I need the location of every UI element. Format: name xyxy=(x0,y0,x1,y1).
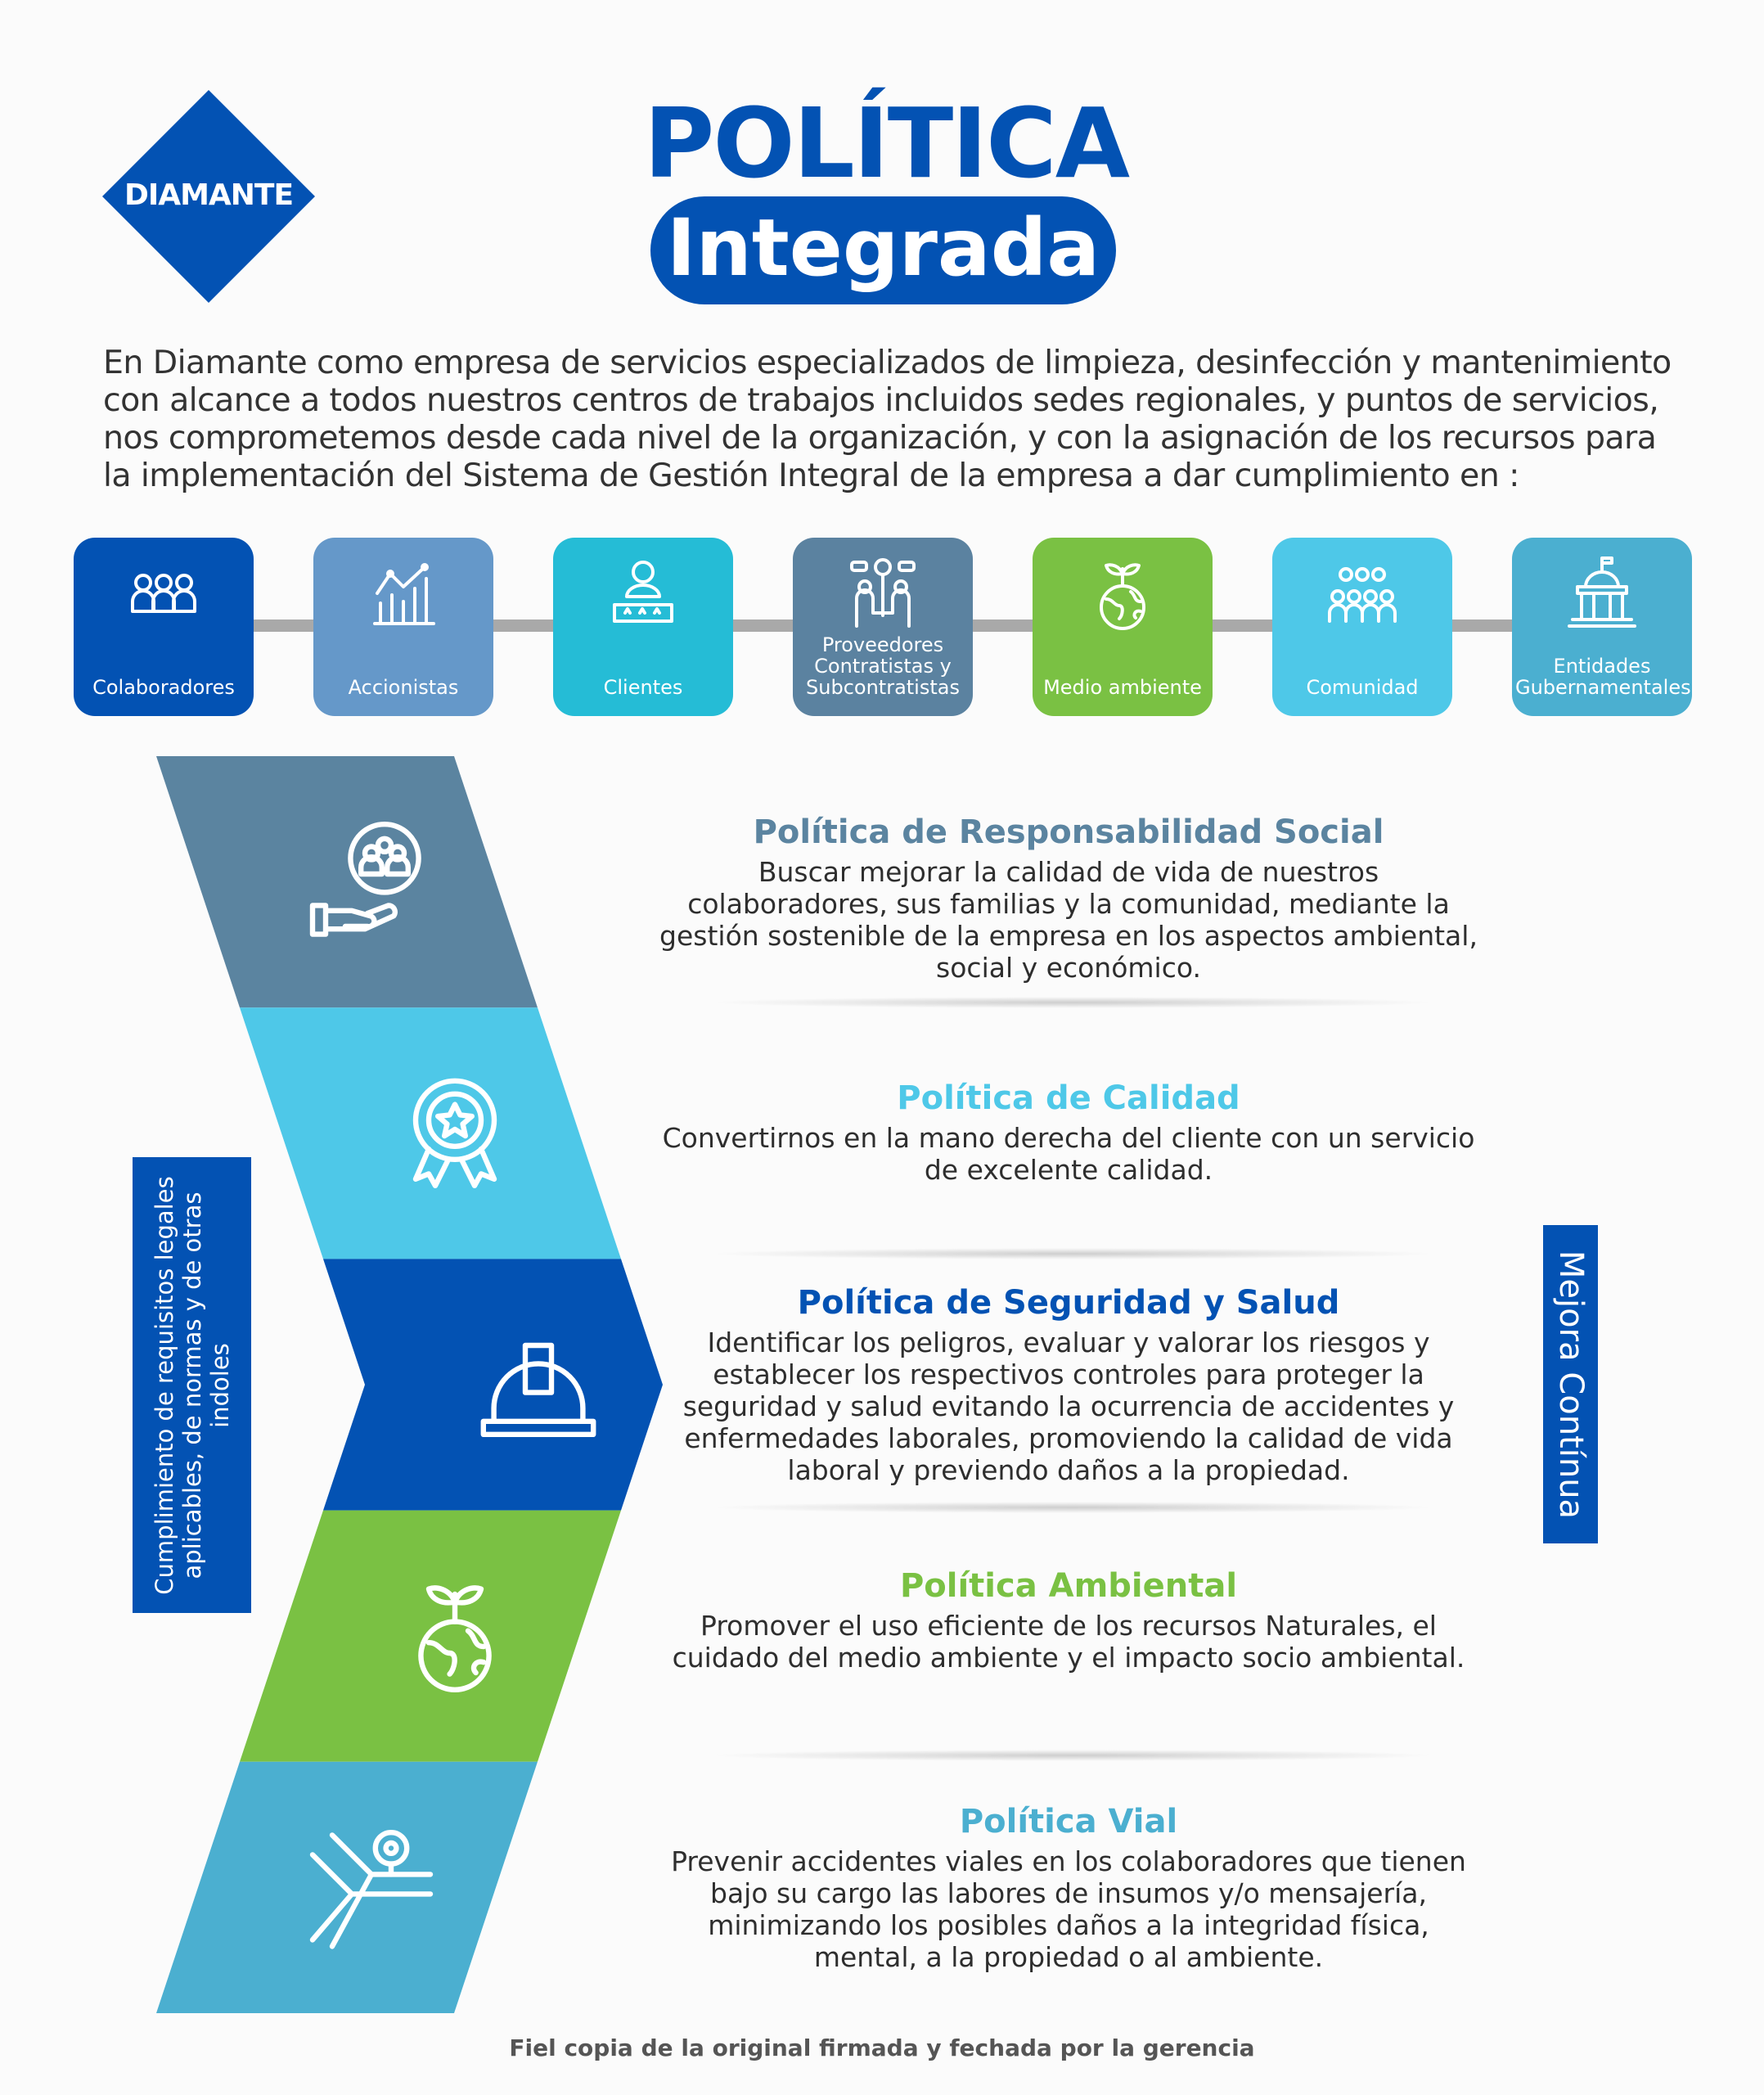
road-location-icon xyxy=(309,1829,434,1949)
continuous-improvement-banner: Mejora Contínua xyxy=(1543,1225,1598,1543)
policy-body: Buscar mejorar la calidad de vida de nue… xyxy=(659,856,1478,984)
connector xyxy=(493,619,553,632)
policy-title: Política de Calidad xyxy=(897,1079,1240,1117)
plant-globe-icon xyxy=(418,1585,492,1692)
policy-body: Convertirnos en la mano derecha del clie… xyxy=(662,1122,1475,1186)
bar-chart-icon xyxy=(373,563,435,625)
diamante-logo xyxy=(102,90,315,303)
stakeholder-label: Entidades Gubernamentales xyxy=(1515,655,1691,699)
intro-paragraph: En Diamante como empresa de servicios es… xyxy=(103,344,1672,494)
stakeholder-card: Comunidad xyxy=(1272,538,1452,716)
stakeholder-label: Proveedores Contratistas y Subcontratist… xyxy=(806,633,960,699)
policy-body: Identificar los peligros, evaluar y valo… xyxy=(682,1327,1455,1486)
chevron-segment xyxy=(240,1510,621,1762)
award-badge-icon xyxy=(412,1078,497,1189)
page-subtitle: Integrada xyxy=(650,196,1116,304)
community-icon xyxy=(1328,567,1397,623)
legal-compliance-text: Cumplimiento de requisitos legales aplic… xyxy=(150,1175,234,1595)
people-group-icon xyxy=(131,574,196,613)
logo-text: DIAMANTE xyxy=(124,178,294,212)
divider xyxy=(709,1502,1437,1513)
policy-title: Política de Responsabilidad Social xyxy=(753,813,1384,851)
stakeholder-label: Comunidad xyxy=(1306,676,1419,699)
stakeholder-label: Medio ambiente xyxy=(1043,676,1202,699)
policy-body: Prevenir accidentes viales en los colabo… xyxy=(671,1845,1466,1973)
connector xyxy=(733,619,793,632)
divider xyxy=(709,1248,1437,1259)
divider xyxy=(709,997,1437,1008)
chevron-segment xyxy=(323,1259,663,1511)
policy-title: Política de Seguridad y Salud xyxy=(797,1284,1340,1322)
stakeholder-card: Colaboradores xyxy=(74,538,254,716)
plant-globe-icon xyxy=(1100,563,1145,630)
stakeholder-label: Accionistas xyxy=(348,676,459,699)
stakeholder-card: Accionistas xyxy=(313,538,493,716)
policy-title: Política Vial xyxy=(959,1803,1178,1840)
hard-hat-icon xyxy=(480,1342,596,1438)
legal-compliance-banner: Cumplimiento de requisitos legales aplic… xyxy=(133,1157,251,1613)
suppliers-icon xyxy=(850,558,916,628)
footer-note: Fiel copia de la original firmada y fech… xyxy=(509,2034,1255,2061)
connector xyxy=(1452,619,1512,632)
divider xyxy=(709,1750,1437,1761)
stakeholder-label: Colaboradores xyxy=(92,676,235,699)
connector xyxy=(254,619,313,632)
page-title: POLÍTICA xyxy=(643,87,1130,200)
customer-rating-icon xyxy=(613,561,673,623)
stakeholder-card: Entidades Gubernamentales xyxy=(1512,538,1692,716)
continuous-improvement-text: Mejora Contínua xyxy=(1551,1250,1590,1519)
government-building-icon xyxy=(1568,556,1636,628)
stakeholder-label: Clientes xyxy=(603,676,683,699)
policy-body: Promover el uso eficiente de los recurso… xyxy=(672,1610,1465,1674)
hand-community-icon xyxy=(309,821,421,937)
connector xyxy=(1213,619,1272,632)
stakeholder-card: Proveedores Contratistas y Subcontratist… xyxy=(793,538,973,716)
connector xyxy=(973,619,1033,632)
chevron-segment xyxy=(156,756,538,1008)
policy-title: Política Ambiental xyxy=(899,1567,1238,1605)
stakeholder-card: Medio ambiente xyxy=(1033,538,1213,716)
stakeholder-card: Clientes xyxy=(553,538,733,716)
